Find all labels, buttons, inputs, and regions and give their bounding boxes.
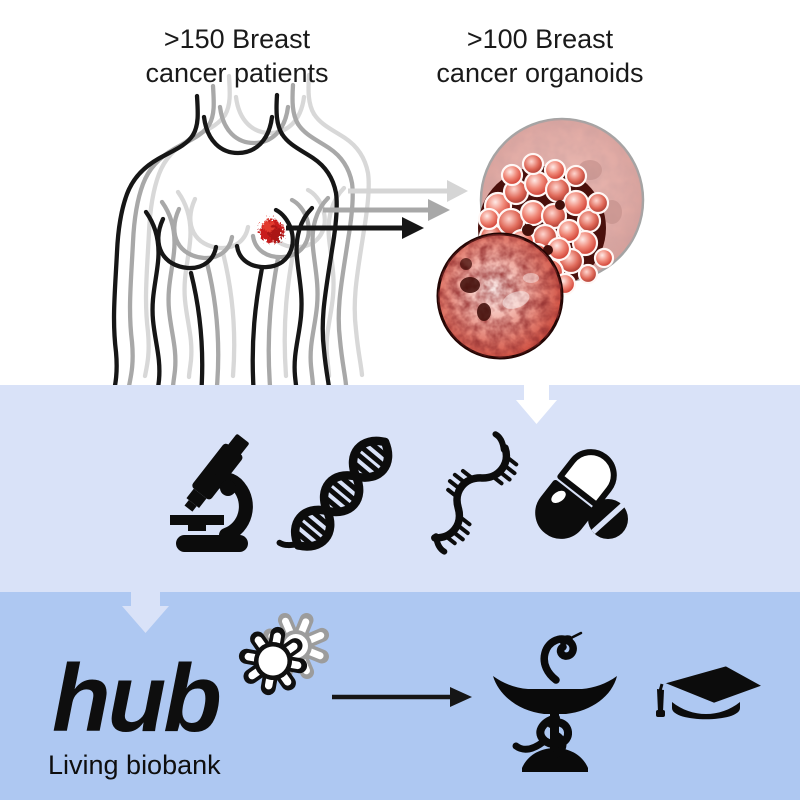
microscope-icon [170, 434, 253, 552]
arrow-right-light-gray-icon [348, 180, 468, 202]
living-biobank-tagline: Living biobank [48, 750, 221, 780]
pipeline-band [0, 385, 800, 592]
patient-silhouettes [113, 75, 369, 397]
pharmacy-bowl-of-hygieia-icon [493, 631, 617, 772]
organoid-splat-icon [238, 612, 330, 696]
arrow-right-mid-gray-icon [323, 199, 450, 221]
organoids-count-label: >100 Breast cancer organoids [436, 24, 644, 88]
hub-logo-text: hub [52, 645, 222, 752]
arrow-down-white-icon [516, 385, 557, 424]
capsule-and-tablet-icon [535, 449, 628, 539]
dna-helix-icon [276, 436, 393, 551]
patients-count-label: >150 Breast cancer patients [145, 24, 329, 88]
arrow-down-lightblue-icon [122, 592, 169, 633]
breast-tumor-mark [257, 216, 281, 240]
biobank-flow-arrow-icon [332, 687, 472, 707]
rna-strand-icon [431, 431, 519, 555]
arrow-right-black-icon [286, 217, 424, 239]
graduation-cap-icon [656, 663, 766, 720]
organoid-section-image [436, 232, 564, 360]
